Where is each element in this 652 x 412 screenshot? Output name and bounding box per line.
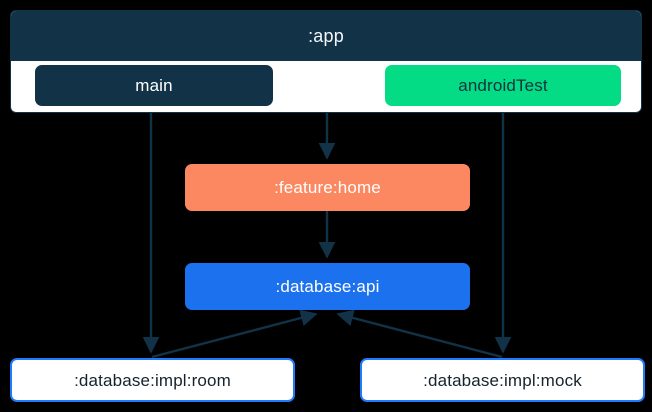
node-database-impl-room[interactable]: :database:impl:room xyxy=(10,358,295,402)
cluster-app[interactable]: :app main androidTest xyxy=(10,10,642,113)
node-feature-home-label: :feature:home xyxy=(274,178,381,197)
edge-database-impl-room-to-database-api xyxy=(151,309,318,359)
cluster-app-body: main androidTest xyxy=(11,61,641,112)
node-database-impl-room-label: :database:impl:room xyxy=(74,370,231,390)
node-database-impl-mock[interactable]: :database:impl:mock xyxy=(360,358,645,402)
node-androidtest-label: androidTest xyxy=(458,76,548,95)
node-feature-home[interactable]: :feature:home xyxy=(185,164,470,211)
node-database-api[interactable]: :database:api xyxy=(185,263,470,310)
node-database-impl-mock-label: :database:impl:mock xyxy=(423,370,582,390)
cluster-app-title: :app xyxy=(11,11,641,61)
node-main-label: main xyxy=(135,76,173,95)
edge-database-impl-mock-to-database-api xyxy=(336,309,503,359)
node-main[interactable]: main xyxy=(35,65,273,106)
node-database-api-label: :database:api xyxy=(275,277,380,296)
node-androidtest[interactable]: androidTest xyxy=(385,65,621,106)
